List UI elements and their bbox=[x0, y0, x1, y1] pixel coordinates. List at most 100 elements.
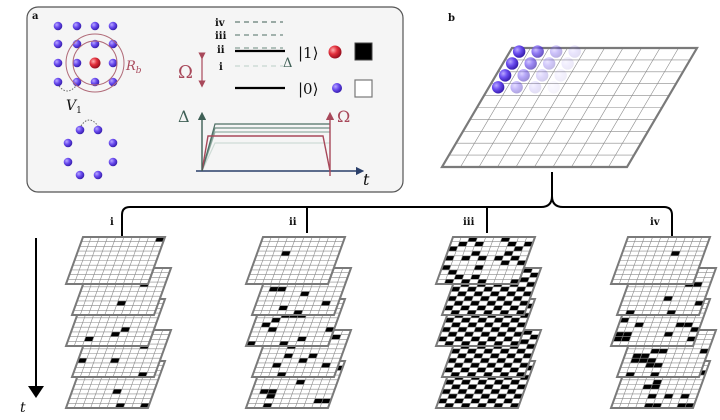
excited-cell bbox=[529, 272, 540, 278]
excited-cell bbox=[612, 336, 623, 342]
level-diagram: iv iii ii i Δ Ω |1⟩ |0⟩ bbox=[178, 18, 373, 98]
excited-cell bbox=[653, 362, 664, 368]
excited-cell bbox=[464, 393, 474, 399]
grid-line bbox=[501, 236, 519, 285]
excited-cell bbox=[483, 384, 494, 390]
excited-cell bbox=[460, 379, 471, 385]
excited-cell bbox=[638, 358, 649, 363]
excited-cell bbox=[650, 384, 661, 390]
excited-cell bbox=[276, 372, 287, 377]
atom-ring bbox=[63, 125, 118, 180]
excited-cell bbox=[77, 358, 87, 363]
excited-cell bbox=[460, 341, 471, 346]
excited-cell bbox=[447, 393, 458, 399]
excited-cell bbox=[506, 327, 517, 332]
excited-cell bbox=[460, 317, 471, 323]
excited-cell bbox=[503, 336, 514, 342]
blockade-radius-label: Rb bbox=[125, 59, 142, 76]
excited-cell bbox=[155, 237, 165, 242]
excited-cell bbox=[516, 260, 527, 266]
excited-cell bbox=[619, 317, 630, 323]
grid-line bbox=[303, 236, 321, 285]
excited-cell bbox=[480, 331, 491, 337]
excited-cell bbox=[447, 246, 458, 252]
ring-interaction-arc bbox=[80, 119, 99, 127]
excited-cell bbox=[299, 291, 310, 297]
excited-cell bbox=[271, 362, 282, 368]
grid-border bbox=[64, 236, 167, 285]
excited-cell bbox=[460, 403, 471, 408]
loaded-atom bbox=[512, 45, 526, 58]
excited-cell bbox=[506, 389, 517, 394]
rabi-label: Ω bbox=[178, 62, 193, 83]
excited-cell bbox=[441, 327, 451, 332]
excited-cell bbox=[483, 372, 493, 377]
excited-cell bbox=[466, 310, 477, 315]
ground-atom bbox=[53, 77, 63, 87]
excited-cell bbox=[447, 331, 458, 337]
excited-cell bbox=[450, 372, 461, 377]
excited-cell bbox=[460, 255, 471, 261]
pulse-plot: Δ Ω t bbox=[178, 107, 370, 189]
phase-label-i: i bbox=[110, 217, 114, 228]
excited-cell bbox=[479, 358, 490, 363]
loaded-atom bbox=[531, 45, 544, 58]
loaded-atom bbox=[517, 69, 530, 82]
loaded-atom bbox=[510, 81, 523, 94]
interaction-arc bbox=[58, 85, 77, 92]
excited-cell bbox=[526, 344, 536, 349]
excited-cell bbox=[437, 398, 448, 404]
excited-cell bbox=[477, 341, 487, 346]
grid-line bbox=[571, 47, 642, 168]
excited-cell bbox=[268, 286, 279, 292]
excited-cell bbox=[313, 398, 324, 404]
state-one-label: |1⟩ bbox=[298, 44, 318, 62]
excited-cell bbox=[492, 305, 503, 311]
excited-cell bbox=[331, 334, 342, 340]
excited-cell bbox=[513, 246, 524, 252]
ring-atom bbox=[108, 138, 118, 148]
excited-cell bbox=[295, 379, 306, 385]
snapshot-1 bbox=[434, 236, 537, 285]
grid-line bbox=[484, 236, 503, 285]
excited-cell bbox=[278, 341, 289, 346]
brace-left bbox=[121, 172, 553, 236]
excited-cell bbox=[457, 327, 468, 332]
filled-cell-icon bbox=[354, 42, 373, 61]
snapshot-1 bbox=[64, 236, 167, 285]
atom-loading bbox=[491, 45, 581, 94]
excited-cell bbox=[261, 322, 271, 328]
excited-cell bbox=[663, 393, 674, 399]
excited-cell bbox=[466, 372, 477, 377]
excited-cell bbox=[109, 358, 120, 363]
excited-cell bbox=[265, 393, 276, 399]
excited-atom bbox=[89, 57, 101, 69]
grid-line bbox=[123, 236, 141, 285]
excited-cell bbox=[509, 341, 520, 346]
grid-line bbox=[509, 236, 528, 285]
ring-atom bbox=[75, 125, 85, 135]
excited-cell bbox=[115, 403, 126, 408]
excited-cell bbox=[473, 353, 484, 359]
excited-cell bbox=[457, 241, 468, 247]
excited-cell bbox=[686, 336, 697, 342]
excited-cell bbox=[509, 279, 520, 284]
excited-cell bbox=[324, 327, 335, 332]
excited-cell bbox=[510, 379, 520, 385]
excited-cell bbox=[321, 398, 332, 404]
excited-cell bbox=[276, 286, 287, 292]
ground-atom bbox=[53, 21, 63, 31]
excited-cell bbox=[466, 348, 477, 354]
excited-cell bbox=[453, 362, 464, 368]
excited-cell bbox=[444, 279, 455, 284]
excited-atom-icon bbox=[328, 45, 342, 59]
excited-cell bbox=[467, 384, 478, 390]
panel-b: b bbox=[440, 13, 699, 169]
excited-cell bbox=[467, 322, 478, 328]
excited-cell bbox=[670, 251, 681, 256]
excited-cell bbox=[643, 403, 654, 408]
excited-cell bbox=[466, 286, 477, 292]
excited-cell bbox=[321, 362, 331, 368]
excited-cell bbox=[496, 296, 507, 301]
grid-line bbox=[515, 329, 534, 378]
